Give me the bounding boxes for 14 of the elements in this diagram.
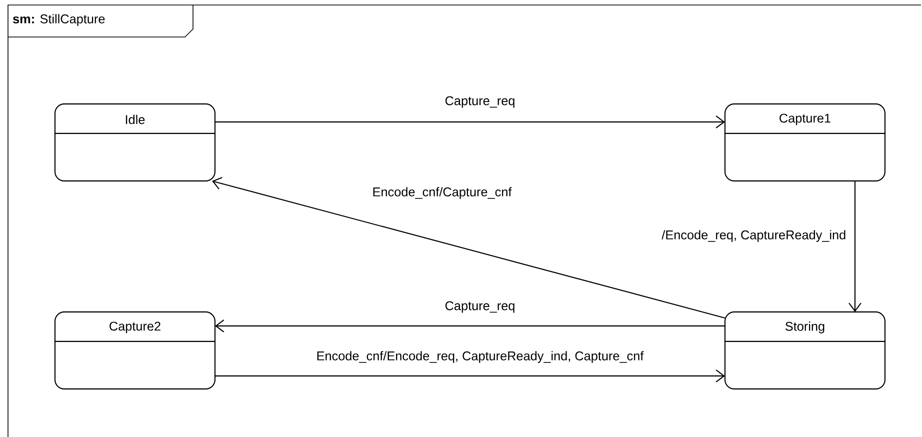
edge-label: Encode_cnf/Encode_req, CaptureReady_ind, Capture_cnf [314,350,646,364]
transition-arrow [214,320,725,332]
edge-label: Capture_req [443,300,517,314]
edge-label: /Encode_req, CaptureReady_ind [660,228,848,244]
transition-arrow [212,176,726,318]
state-box: Storing [724,311,886,390]
edge-label: Capture_req [443,94,517,110]
transition-arrow [214,370,725,382]
state-box: Capture2 [54,311,216,390]
edge-label: Encode_cnf/Capture_cnf [370,186,514,200]
transition-arrow [214,116,725,128]
transition-arrow [848,180,862,312]
state-box: Capture1 [724,103,886,182]
state-box: Idle [54,103,216,182]
